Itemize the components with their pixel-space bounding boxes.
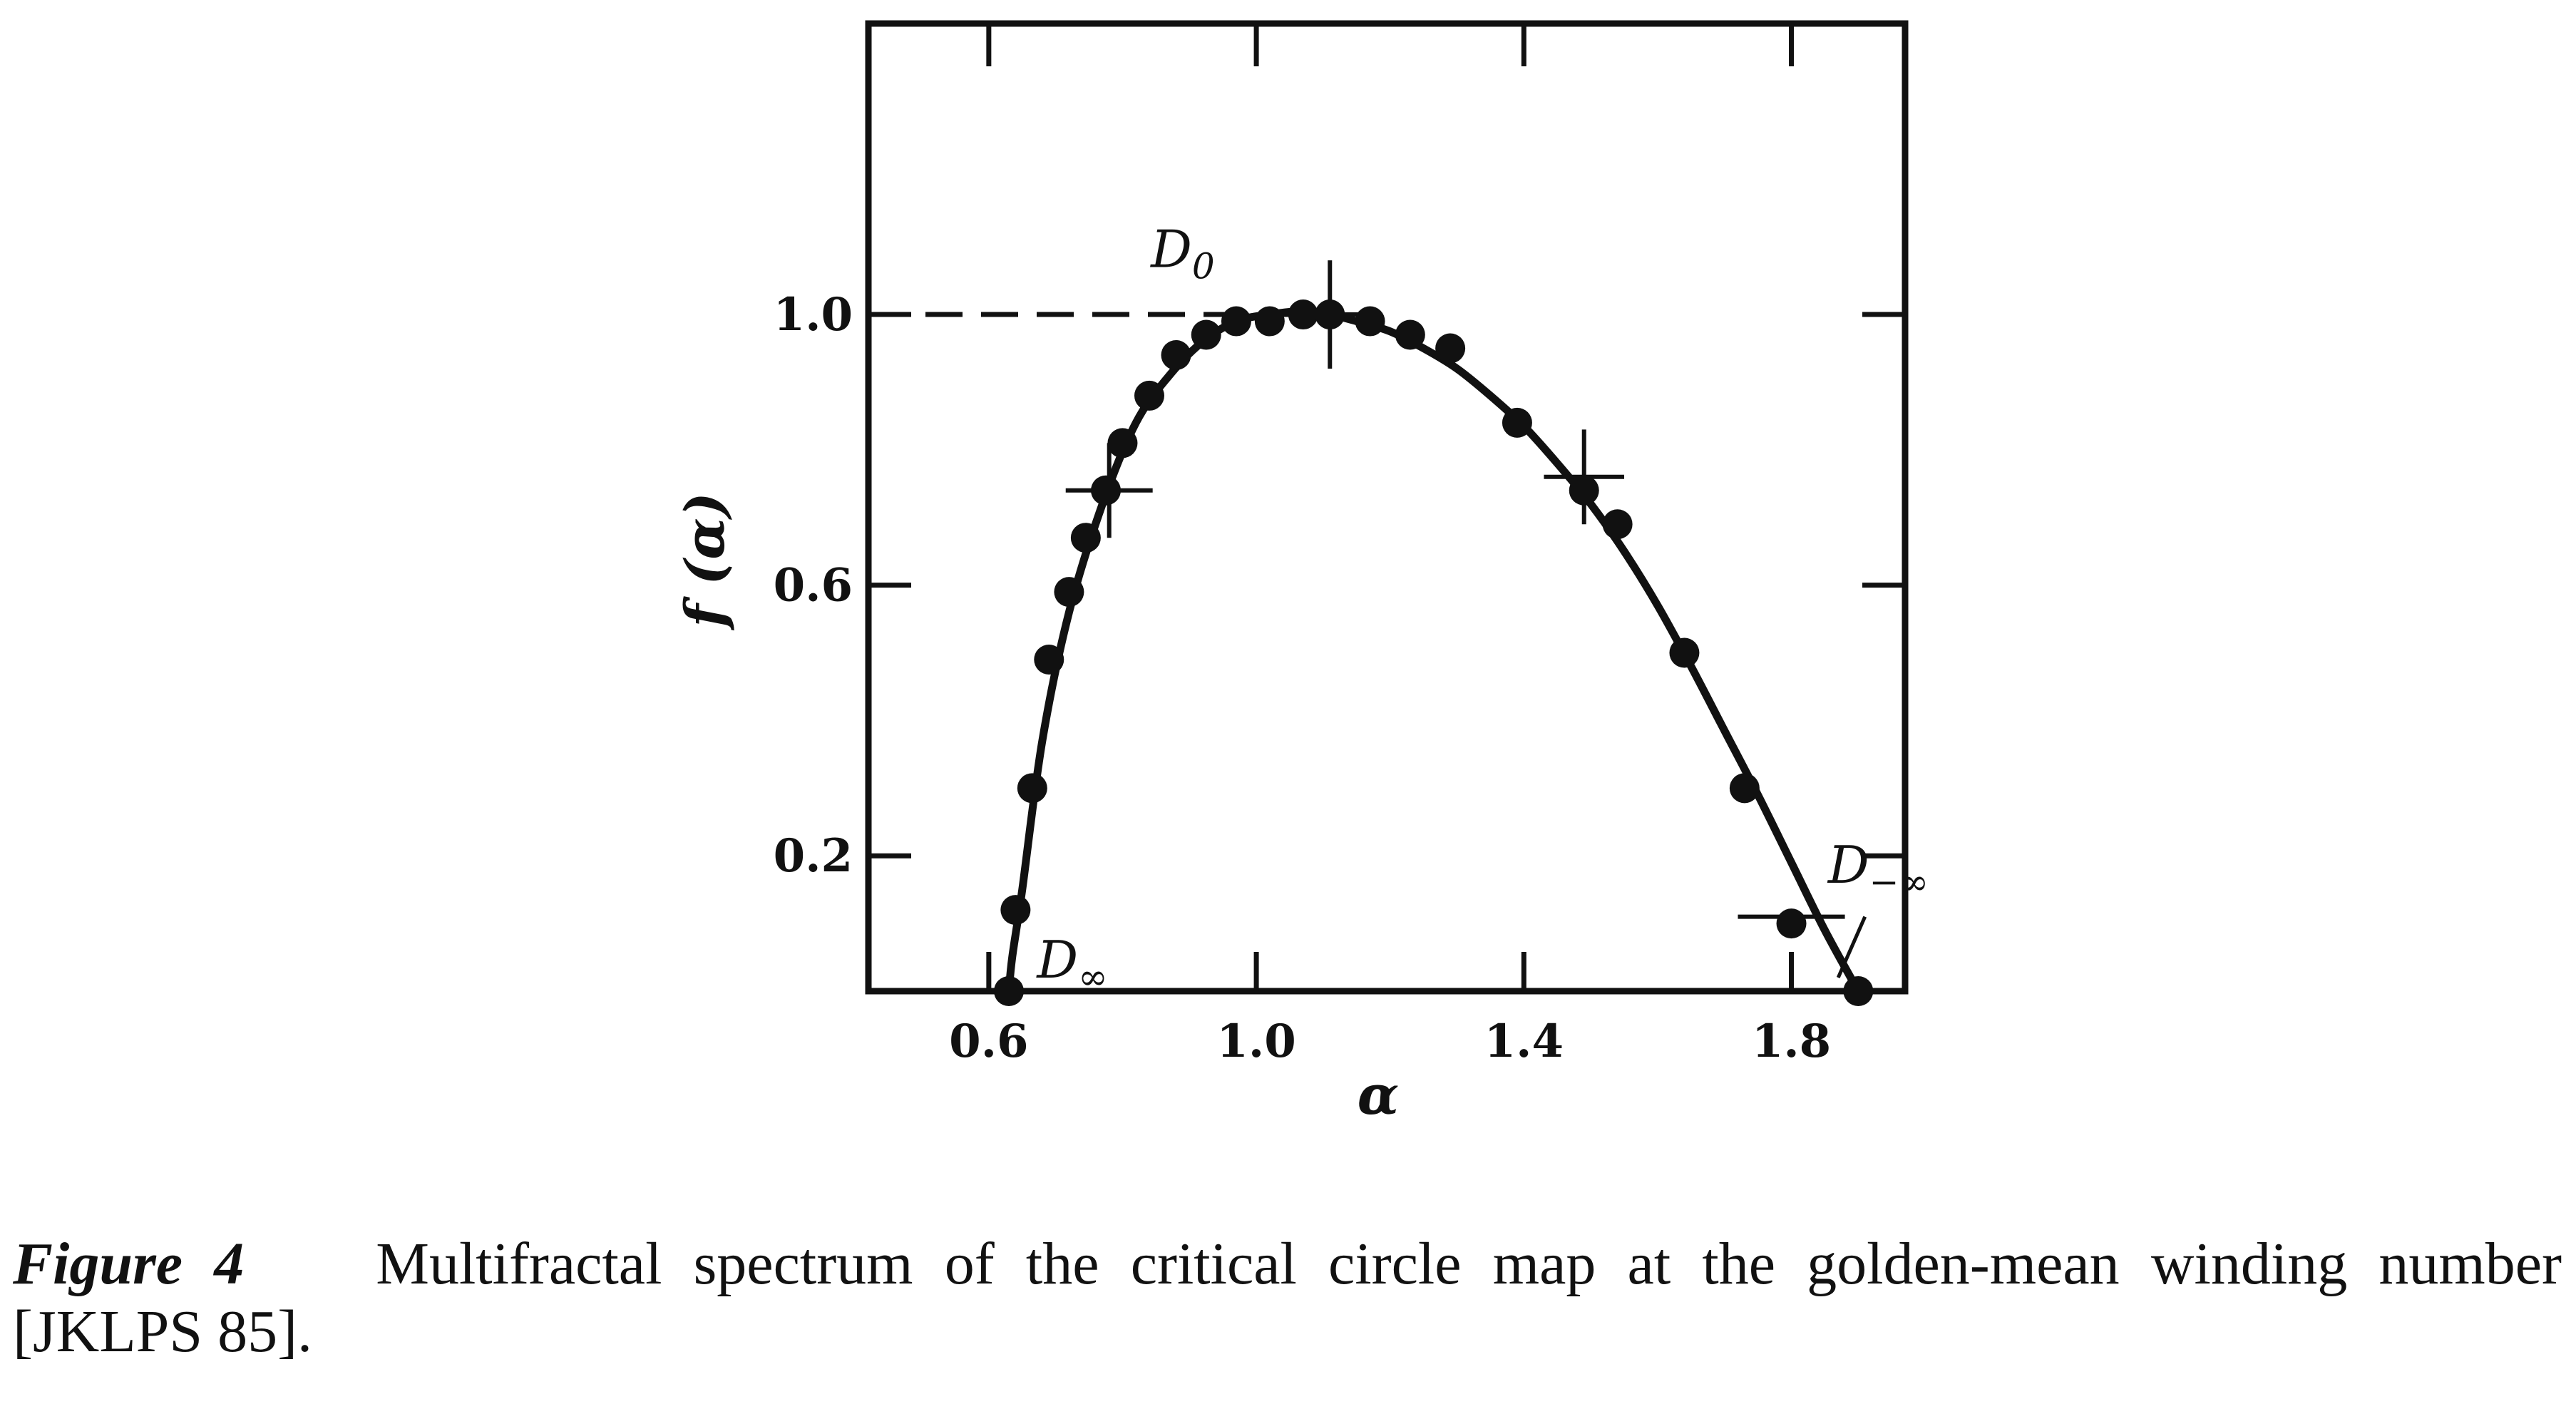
data-point [1221, 306, 1251, 337]
caption-text: Multifractal spectrum of the critical ci… [13, 1231, 2562, 1365]
data-point [1395, 319, 1425, 350]
data-point [1000, 895, 1031, 926]
x-tick-label: 1.8 [1752, 1015, 1831, 1068]
annotation-pointer-line [1836, 916, 1867, 979]
x-axis-label: α [1358, 1063, 1399, 1127]
y-tick-label: 1.0 [774, 288, 853, 342]
data-point [1435, 333, 1466, 364]
data-point [1134, 380, 1164, 411]
data-point [1091, 475, 1122, 506]
y-tick-label: 0.6 [774, 559, 853, 613]
y-tick-label: 0.2 [774, 829, 853, 883]
x-tick-label: 1.0 [1216, 1015, 1295, 1068]
fit-curve [1005, 307, 1862, 995]
annotation-D0: D0 [1149, 220, 1215, 287]
data-point [1288, 299, 1318, 330]
y-axis-label: f (α) [673, 492, 737, 631]
data-point [1254, 306, 1285, 337]
data-point [1502, 407, 1532, 438]
data-point [1669, 637, 1700, 668]
annotation-Dinf: D∞ [1035, 930, 1107, 998]
data-point [1729, 773, 1760, 804]
data-point [1161, 339, 1191, 370]
data-point [993, 976, 1024, 1006]
data-point [1017, 773, 1047, 804]
data-point [1191, 319, 1221, 350]
figure-label: Figure 4 [13, 1231, 245, 1297]
annotation-Dminf: D−∞ [1827, 835, 1929, 903]
data-point [1569, 475, 1599, 506]
data-point [1776, 908, 1807, 939]
chart: 0.6 1.0 1.4 1.8 0.2 0.6 1.0 D0D∞ D−∞ α f (α) [673, 20, 1929, 1127]
plot-frame [865, 20, 1909, 995]
data-point [1034, 645, 1064, 675]
data-point [1355, 306, 1385, 337]
data-point [1315, 299, 1345, 330]
x-tick-label: 0.6 [949, 1015, 1028, 1068]
x-tick-label: 1.4 [1484, 1015, 1564, 1068]
data-point [1602, 509, 1633, 540]
data-point [1107, 428, 1138, 458]
data-point [1054, 577, 1084, 608]
data-point [1070, 523, 1101, 553]
data-point [1843, 976, 1874, 1006]
plot-layer: 0.6 1.0 1.4 1.8 0.2 0.6 1.0 D0D∞ D−∞ [774, 20, 1929, 1068]
